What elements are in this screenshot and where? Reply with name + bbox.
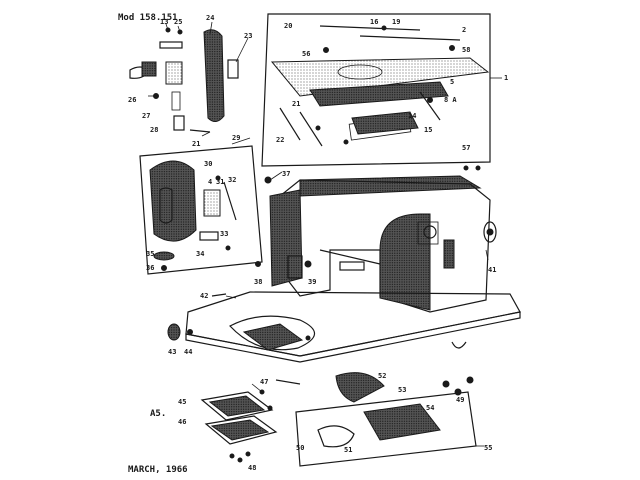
callout-33: 33 [220, 230, 228, 238]
callout-25: 25 [174, 18, 182, 26]
callout-46: 46 [178, 418, 186, 426]
callout-4-winder: 4 [208, 178, 212, 186]
callout-1: 1 [504, 74, 508, 82]
callout-20: 20 [284, 22, 292, 30]
callout-27: 27 [142, 112, 150, 120]
callout-52: 52 [378, 372, 386, 380]
callout-labels: 13 25 24 23 26 27 28 21 29 30 4 31 32 33… [128, 14, 508, 472]
callout-16: 16 [370, 18, 378, 26]
machine-base [185, 291, 521, 363]
callout-13: 13 [160, 18, 168, 26]
callout-44: 44 [184, 348, 192, 356]
callout-28: 28 [150, 126, 158, 134]
callout-42: 42 [200, 292, 208, 300]
callout-38: 38 [254, 278, 262, 286]
leader-lines [148, 21, 489, 447]
callout-57: 57 [462, 144, 470, 152]
bobbin-cover-tray [200, 391, 278, 463]
callout-14: 14 [408, 112, 416, 120]
callout-55: 55 [484, 444, 492, 452]
callout-49: 49 [456, 396, 464, 404]
callout-21-inset: 21 [292, 100, 300, 108]
arm-cover [203, 29, 225, 122]
bobbin-winder-inset [139, 137, 263, 275]
bottom-plate-inset [259, 372, 477, 467]
callout-48: 48 [248, 464, 256, 472]
callout-58: 58 [462, 46, 470, 54]
callout-53: 53 [398, 386, 406, 394]
callout-45: 45 [178, 398, 186, 406]
callout-23: 23 [244, 32, 252, 40]
revision-date: MARCH, 1966 [128, 465, 188, 475]
callout-41: 41 [488, 266, 496, 274]
callout-2: 2 [462, 26, 466, 34]
callout-29: 29 [232, 134, 240, 142]
callout-39: 39 [308, 278, 316, 286]
callout-21-upper: 21 [192, 140, 200, 148]
bed-plate-inset [261, 13, 502, 167]
callout-30: 30 [204, 160, 212, 168]
callout-56: 56 [302, 50, 310, 58]
callout-8a: 8 A [444, 96, 457, 104]
callout-37: 37 [282, 170, 290, 178]
sheet-mark: A5. [150, 409, 166, 419]
callout-47: 47 [260, 378, 268, 386]
callout-36: 36 [146, 264, 154, 272]
callout-5: 5 [450, 78, 454, 86]
tension-assembly [129, 27, 211, 133]
callout-35: 35 [146, 250, 154, 258]
callout-31: 31 [216, 178, 224, 186]
callout-24: 24 [206, 14, 214, 22]
bumper-foot [167, 323, 181, 341]
machine-head [269, 175, 497, 313]
callout-34: 34 [196, 250, 204, 258]
callout-51: 51 [344, 446, 352, 454]
callout-22: 22 [276, 136, 284, 144]
callout-50: 50 [296, 444, 304, 452]
callout-54: 54 [426, 404, 434, 412]
callout-15: 15 [424, 126, 432, 134]
callout-43: 43 [168, 348, 176, 356]
callout-32: 32 [228, 176, 236, 184]
model-number: Mod 158.151 [118, 13, 178, 23]
callout-26: 26 [128, 96, 136, 104]
callout-19: 19 [392, 18, 400, 26]
